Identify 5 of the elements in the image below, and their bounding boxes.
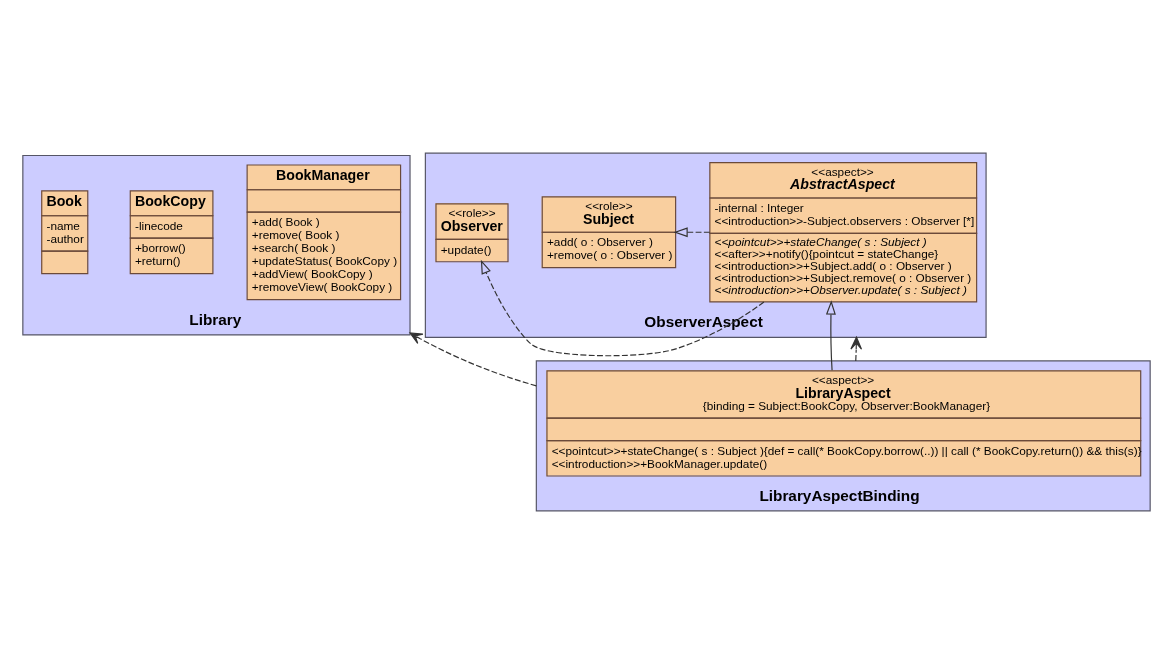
arrow bbox=[826, 300, 836, 371]
arrow bbox=[409, 332, 537, 387]
arrow bbox=[850, 336, 863, 362]
arrow bbox=[480, 259, 765, 357]
arrow bbox=[673, 227, 711, 238]
